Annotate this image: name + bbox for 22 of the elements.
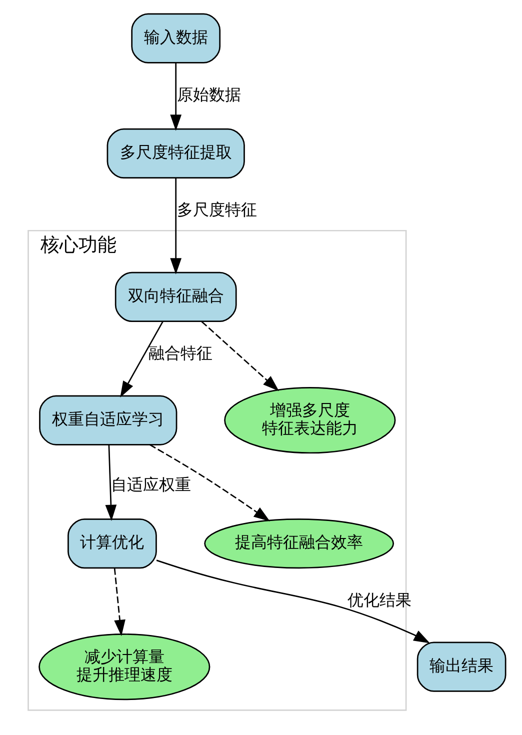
edge-label: 融合特征 bbox=[148, 344, 212, 363]
arrow bbox=[156, 560, 430, 644]
node-box: 多尺度特征提取 bbox=[106, 128, 244, 178]
edge-label: 自适应权重 bbox=[110, 475, 190, 494]
edge-label: 原始数据 bbox=[176, 85, 241, 104]
arrow bbox=[113, 568, 125, 636]
node-ellipse: 增强多尺度特征表达能力 bbox=[224, 386, 396, 454]
node-box: 输入数据 bbox=[130, 13, 220, 64]
node-box: 输出结果 bbox=[416, 642, 506, 692]
node-box: 计算优化 bbox=[67, 518, 156, 569]
edge-label: 优化结果 bbox=[347, 590, 412, 610]
node-ellipse: 提高特征融合效率 bbox=[204, 518, 394, 569]
arrow bbox=[120, 321, 163, 398]
arrow bbox=[200, 321, 279, 392]
edge-label: 多尺度特征 bbox=[176, 200, 257, 220]
node-box: 双向特征融合 bbox=[114, 272, 236, 322]
arrow bbox=[170, 62, 182, 131]
node-ellipse: 减少计算量提升推理速度 bbox=[38, 634, 210, 700]
arrow bbox=[170, 178, 182, 274]
arrow bbox=[148, 444, 270, 522]
arrow bbox=[104, 444, 116, 522]
node-box: 权重自适应学习 bbox=[38, 395, 177, 446]
